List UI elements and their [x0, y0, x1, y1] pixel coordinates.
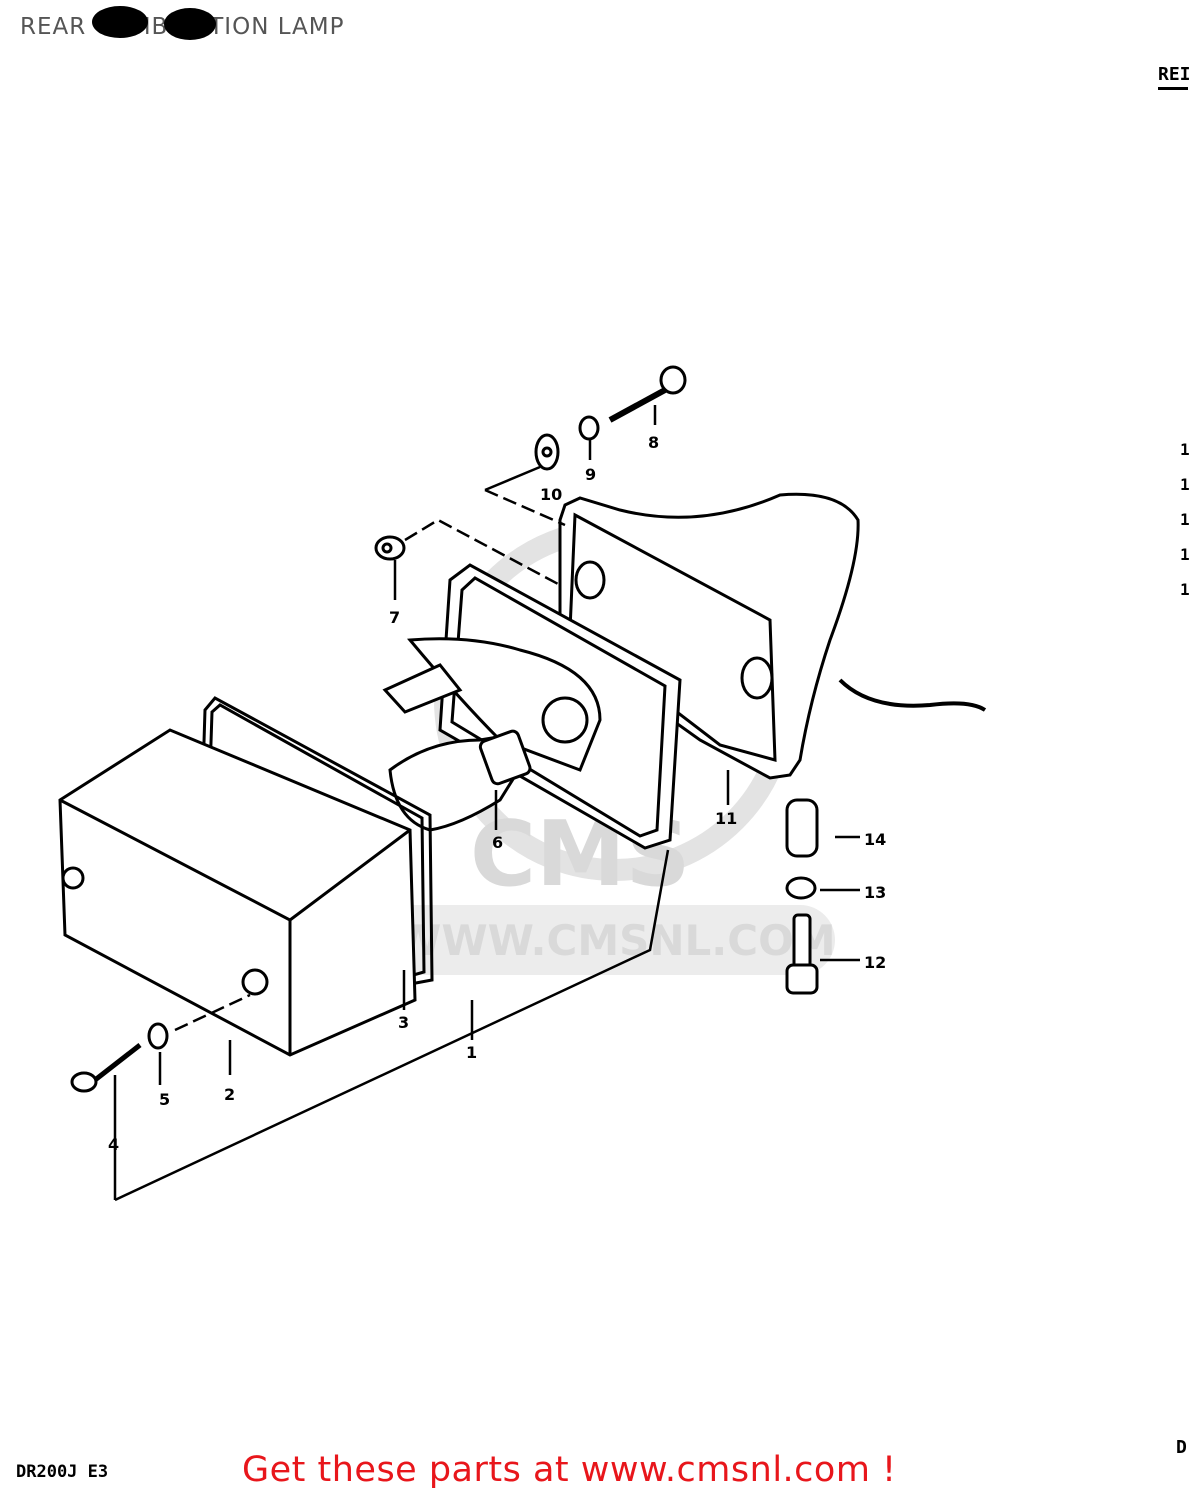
edge-mark-right-3: 1 [1180, 510, 1190, 529]
edge-mark-bottom-right: D [1176, 1437, 1187, 1458]
socket-plate [382, 563, 682, 850]
edge-mark-right-4: 1 [1180, 545, 1190, 564]
bulb [388, 729, 532, 832]
lamp-housing [558, 492, 987, 780]
edge-mark-right-2: 1 [1180, 475, 1190, 494]
callout-11: 11 [715, 809, 737, 828]
model-code: DR200J E3 [16, 1462, 109, 1482]
scan-artifacts [92, 6, 1188, 90]
cta-link[interactable]: Get these parts at www.cmsnl.com ! [242, 1450, 897, 1490]
callout-9: 9 [585, 465, 596, 484]
callout-1: 1 [466, 1043, 477, 1062]
edge-mark-top-right: REI [1158, 64, 1191, 85]
callout-12: 12 [864, 953, 886, 972]
edge-mark-right-1: 1 [1180, 440, 1190, 459]
edge-mark-right-5: 1 [1180, 580, 1190, 599]
callout-3: 3 [398, 1013, 409, 1032]
watermark-url-text: WWW.CMSNL.COM [395, 916, 836, 965]
callout-5: 5 [159, 1090, 170, 1109]
small-parts [70, 365, 819, 1093]
callout-8: 8 [648, 433, 659, 452]
callout-4: 4 [108, 1135, 119, 1154]
lens [58, 728, 417, 1057]
leader-lines [113, 405, 860, 1202]
callout-14: 14 [864, 830, 886, 849]
callout-6: 6 [492, 833, 503, 852]
callout-labels: 1 2 3 4 5 6 7 8 9 10 11 12 13 14 [108, 433, 886, 1154]
callout-7: 7 [389, 608, 400, 627]
callout-10: 10 [540, 485, 562, 504]
callout-13: 13 [864, 883, 886, 902]
callout-2: 2 [224, 1085, 235, 1104]
